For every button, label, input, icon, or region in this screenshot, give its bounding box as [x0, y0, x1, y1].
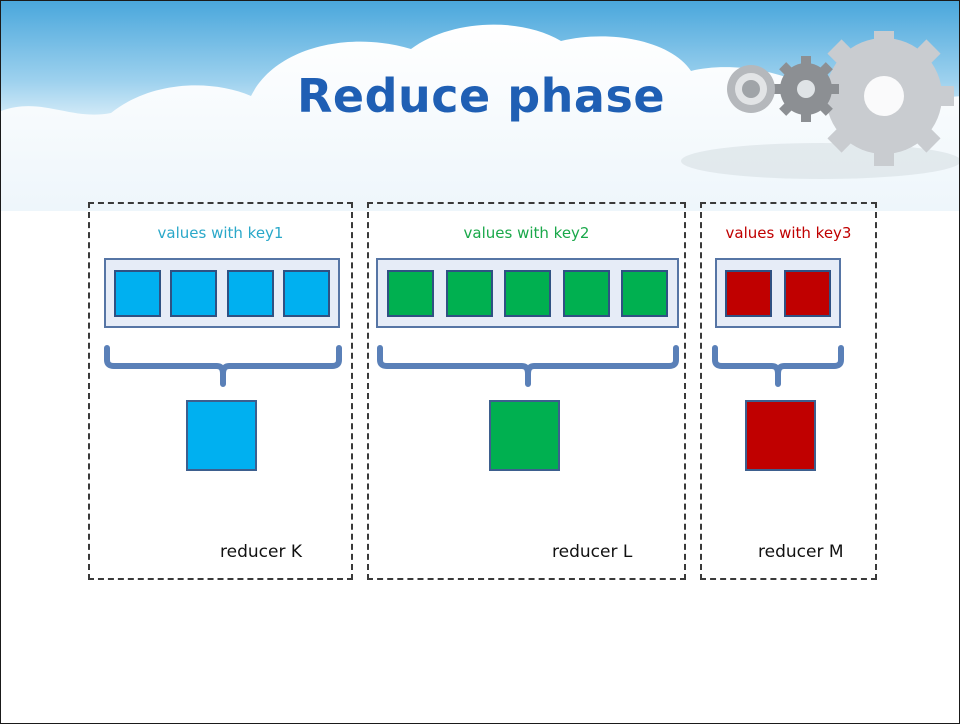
values-tray-key1 [104, 258, 340, 328]
reducer-l-label: reducer L [552, 542, 633, 562]
reduced-value-box [186, 400, 257, 471]
reducer-group-k: values with key1 reducer K [88, 202, 353, 580]
value-box [282, 269, 330, 317]
value-box [445, 269, 493, 317]
value-box [621, 269, 668, 317]
reduced-value-box [489, 400, 560, 471]
value-box [387, 269, 434, 317]
value-box [784, 269, 831, 317]
brace-icon [712, 345, 844, 387]
value-box [725, 269, 772, 317]
slide-title: Reduce phase [296, 69, 666, 123]
brace-icon [104, 345, 342, 387]
brace-icon [377, 345, 679, 387]
key1-label: values with key1 [157, 224, 284, 242]
gears-icon [727, 31, 954, 166]
reducer-group-l: values with key2 reducer L [367, 202, 686, 580]
values-tray-key3 [715, 258, 841, 328]
value-box [170, 269, 218, 317]
values-tray-key2 [376, 258, 679, 328]
reducer-group-m: values with key3 reducer M [700, 202, 877, 580]
value-box [114, 269, 161, 317]
value-box [504, 269, 551, 317]
key3-label: values with key3 [725, 224, 852, 242]
reduced-value-box [745, 400, 816, 471]
reducer-k-label: reducer K [220, 542, 302, 562]
value-box [562, 269, 610, 317]
value-box [226, 269, 274, 317]
key2-label: values with key2 [463, 224, 590, 242]
reducer-m-label: reducer M [758, 542, 844, 562]
